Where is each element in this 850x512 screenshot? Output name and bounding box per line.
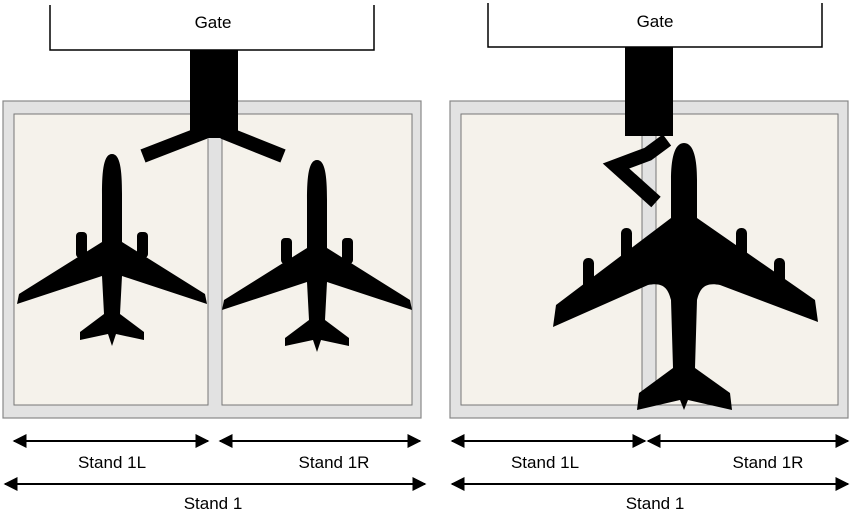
- stand-1-label: Stand 1: [184, 494, 243, 512]
- jet-bridge: [140, 50, 286, 163]
- jet-bridge: [602, 47, 673, 208]
- gate-label: Gate: [637, 12, 674, 31]
- left-scenario: Gate Stand 1L Stand 1R Stand 1: [2, 5, 427, 512]
- stand-1r-label: Stand 1R: [733, 453, 804, 472]
- gate-label: Gate: [195, 13, 232, 32]
- right-scenario: Gate Stand 1L Stand 1R Stand 1: [449, 3, 850, 512]
- stand-1l-area: [460, 113, 643, 406]
- stand-1-label: Stand 1: [626, 494, 685, 512]
- stand-1l-label: Stand 1L: [78, 453, 146, 472]
- wide-body-aircraft-icon: [553, 143, 818, 410]
- stand-1l-label: Stand 1L: [511, 453, 579, 472]
- stand-1r-label: Stand 1R: [299, 453, 370, 472]
